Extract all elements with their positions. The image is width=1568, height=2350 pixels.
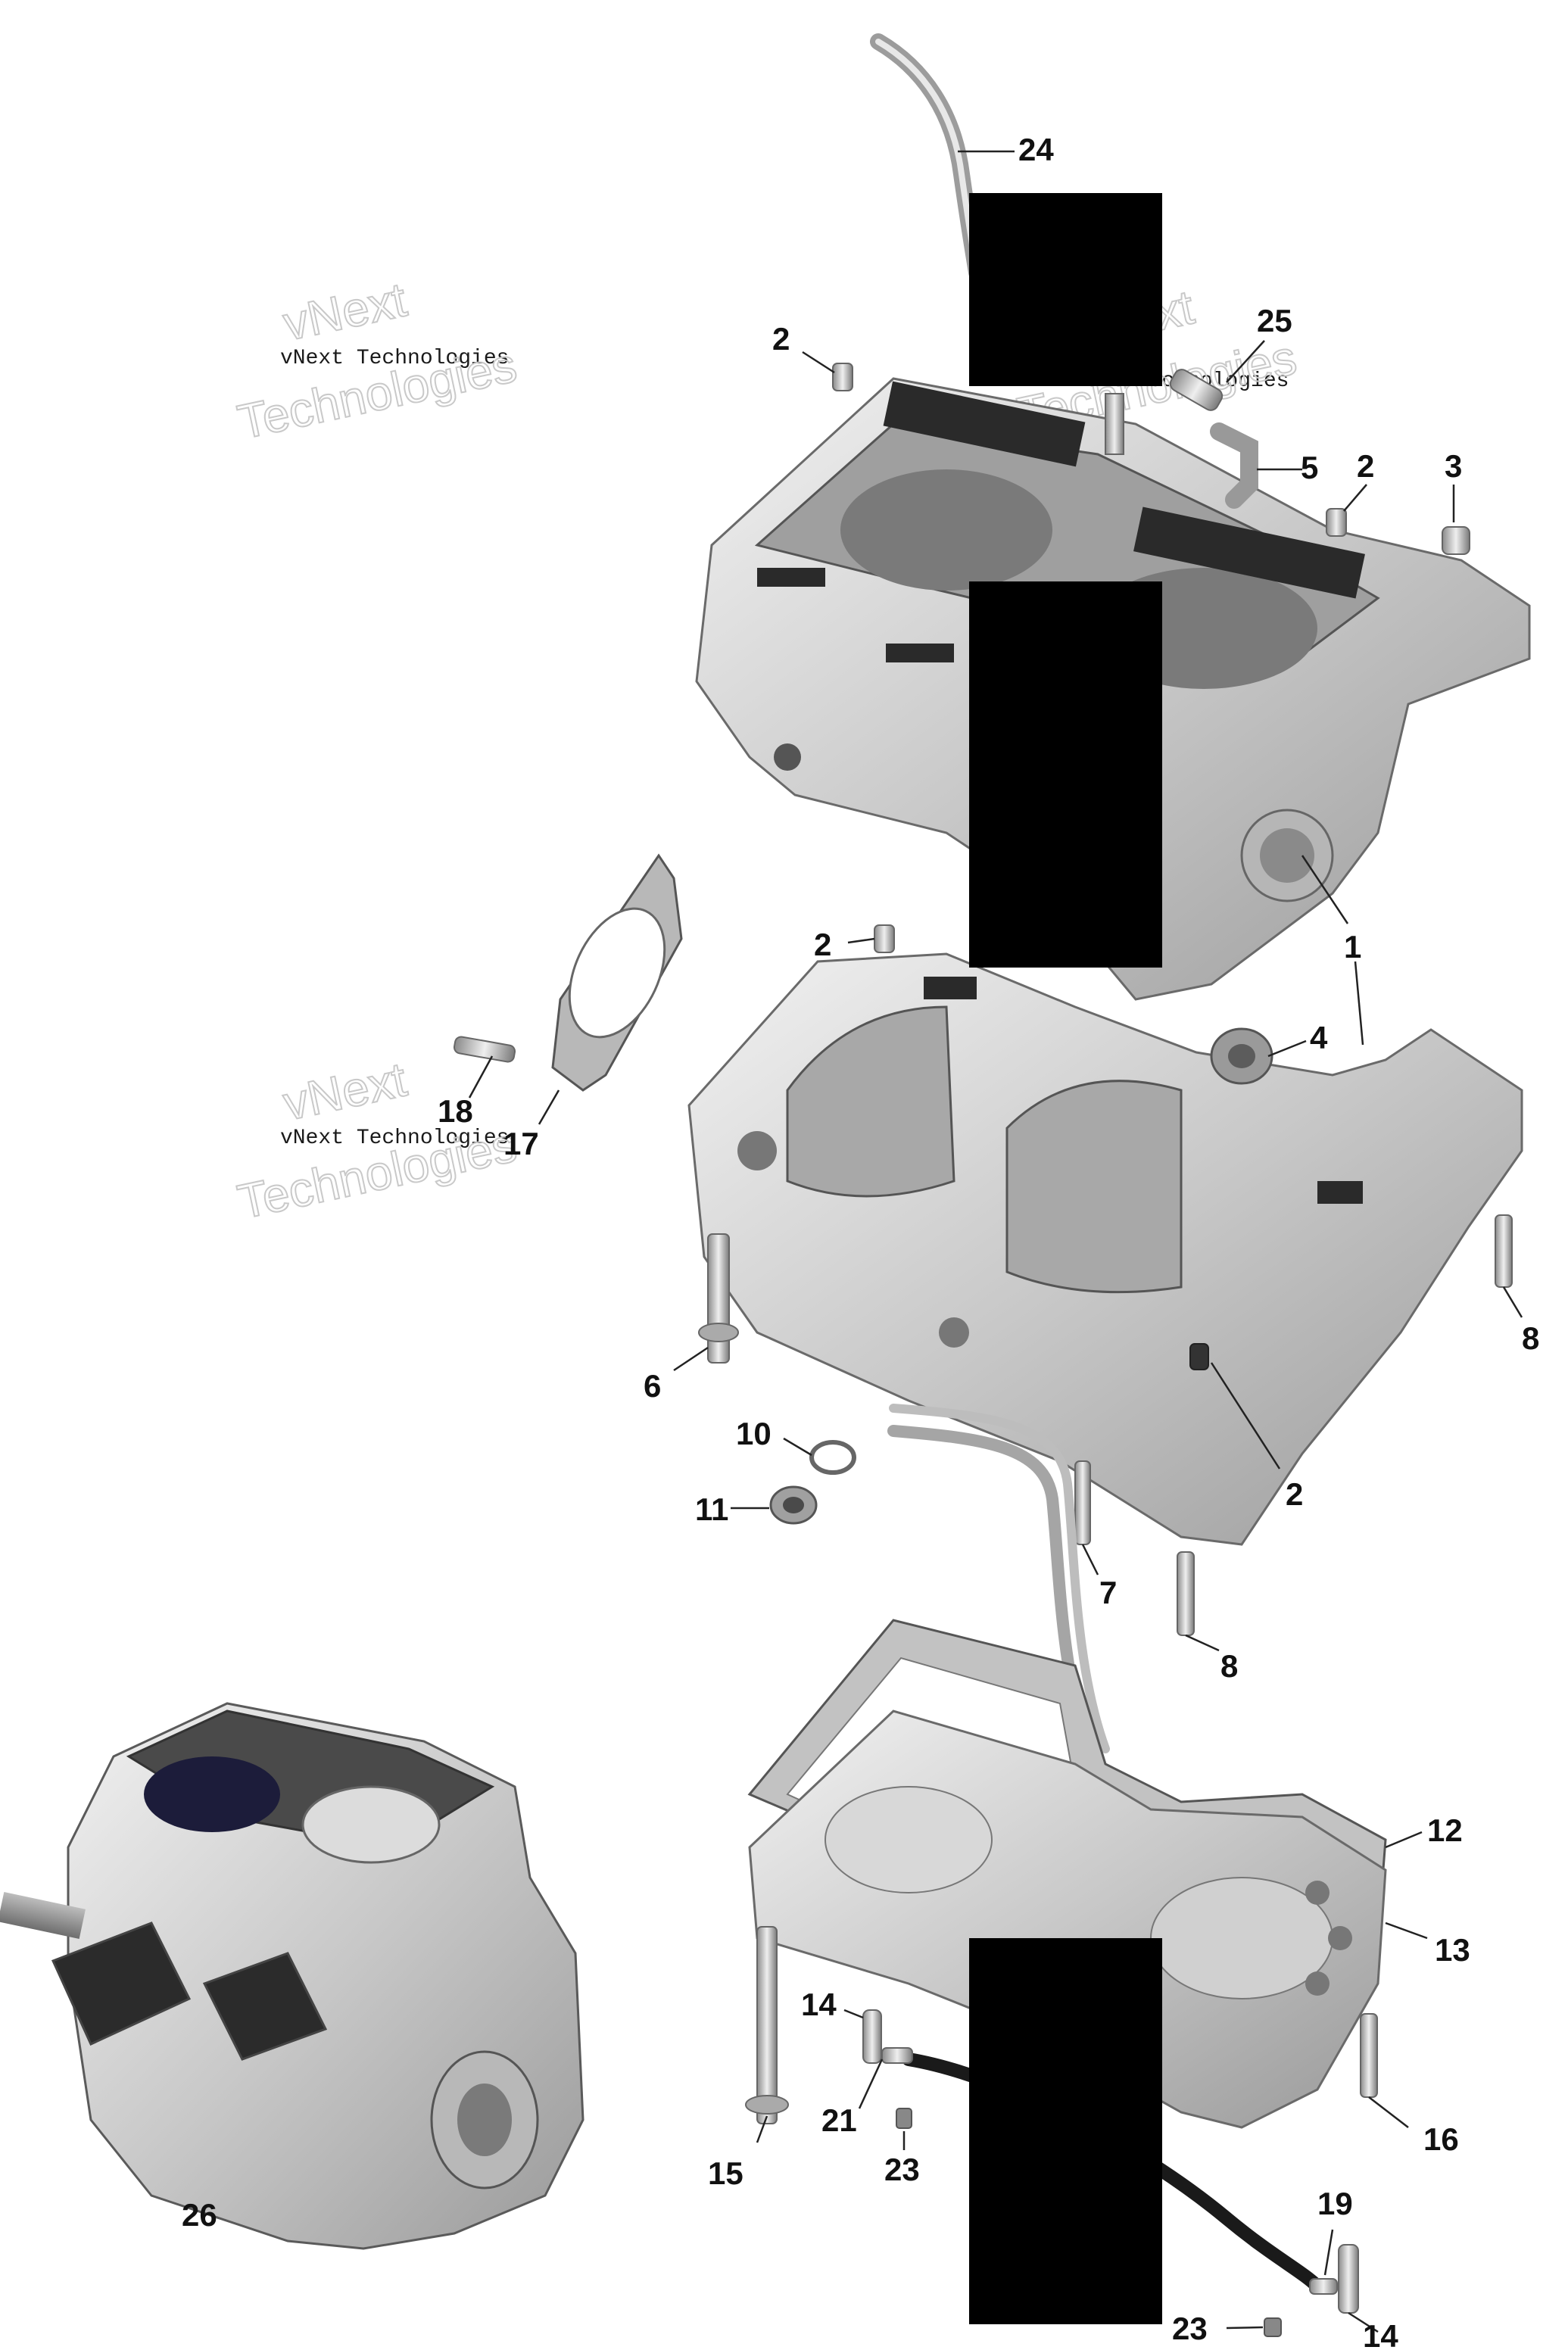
redaction-box-top — [969, 193, 1162, 386]
part-14-fitting-right — [1338, 2244, 1359, 2314]
callout-15: 15 — [708, 2155, 743, 2191]
callout-14-right: 14 — [1363, 2318, 1398, 2350]
part-2-dowel-pin-top-b — [1326, 508, 1347, 537]
redaction-box-bottom — [969, 1938, 1162, 2324]
lower-crankcase — [687, 952, 1523, 1546]
callout-13: 13 — [1435, 1932, 1470, 1968]
part-14-fitting-left — [862, 2009, 882, 2064]
callout-6: 6 — [644, 1368, 661, 1404]
callout-8-right: 8 — [1522, 1320, 1539, 1356]
callout-25: 25 — [1257, 303, 1292, 338]
callout-23-right: 23 — [1172, 2311, 1208, 2346]
callout-26: 26 — [182, 2197, 217, 2233]
callout-24: 24 — [1018, 132, 1054, 167]
redaction-box-middle — [969, 581, 1162, 968]
callout-2-top-left: 2 — [772, 321, 790, 357]
part-4-seal — [1210, 1027, 1273, 1085]
callout-11: 11 — [695, 1491, 728, 1527]
part-2-dowel-pin-top-a — [832, 363, 853, 391]
svg-text:vNext: vNext — [279, 272, 411, 351]
part-8-bolt-right — [1495, 1214, 1513, 1288]
svg-text:vNext: vNext — [279, 1052, 411, 1130]
part-5-elbow-fitting — [1210, 422, 1258, 509]
part-15-bolt — [756, 1926, 778, 2124]
callout-1: 1 — [1344, 929, 1361, 965]
watermark-left-top: vNext vNext Technologies Technologies — [232, 271, 522, 450]
svg-text:vNext Technologies: vNext Technologies — [280, 347, 509, 370]
part-2-dowel-pin-low — [1189, 1343, 1209, 1370]
part-3-plug — [1442, 526, 1470, 555]
part-25-fitting — [1169, 369, 1224, 411]
callout-2-mid: 2 — [814, 927, 831, 962]
callout-labels: 24 25 2 2 3 5 1 2 4 18 17 6 8 2 10 11 7 … — [182, 132, 1539, 2350]
callout-19: 19 — [1317, 2186, 1353, 2221]
leader-lines — [468, 150, 1523, 2333]
part-13-oil-pan — [748, 1710, 1387, 2129]
callout-12: 12 — [1427, 1812, 1463, 1848]
part-26-assembled-crankcase — [0, 1702, 584, 2250]
part-21-fitting — [881, 2047, 913, 2064]
watermark-left-mid: vNext vNext Technologies Technologies — [232, 1051, 522, 1230]
callout-3: 3 — [1445, 448, 1462, 484]
part-7-bolt — [1074, 1460, 1091, 1545]
part-18-pin — [453, 1036, 516, 1063]
part-23-clamp-left — [896, 2108, 912, 2129]
callout-4: 4 — [1310, 1020, 1328, 1055]
part-23-clamp-right — [1264, 2317, 1282, 2337]
callout-18: 18 — [438, 1093, 473, 1129]
part-17-gasket — [551, 853, 683, 1092]
callout-16: 16 — [1423, 2121, 1459, 2157]
svg-text:vNext Technologies: vNext Technologies — [280, 1127, 509, 1150]
callout-14-left: 14 — [801, 1987, 837, 2022]
callout-2-low: 2 — [1286, 1476, 1303, 1512]
callout-17: 17 — [503, 1126, 539, 1161]
part-10-o-ring — [809, 1440, 856, 1475]
callout-23-left: 23 — [884, 2152, 920, 2187]
callout-8-lower: 8 — [1220, 1648, 1238, 1684]
part-19-fitting — [1309, 2278, 1338, 2295]
part-6-bolt — [707, 1233, 730, 1364]
part-11-fitting — [769, 1485, 818, 1525]
part-24-oil-tube — [870, 33, 985, 281]
callout-5: 5 — [1301, 450, 1318, 485]
callout-21: 21 — [821, 2102, 857, 2138]
callout-7: 7 — [1099, 1575, 1117, 1610]
part-2-dowel-pin-mid — [874, 924, 895, 953]
callout-10: 10 — [736, 1416, 772, 1451]
callout-2-top-right: 2 — [1357, 448, 1374, 484]
part-8-bolt-lower — [1177, 1551, 1195, 1636]
part-16-bolt — [1360, 2013, 1378, 2098]
